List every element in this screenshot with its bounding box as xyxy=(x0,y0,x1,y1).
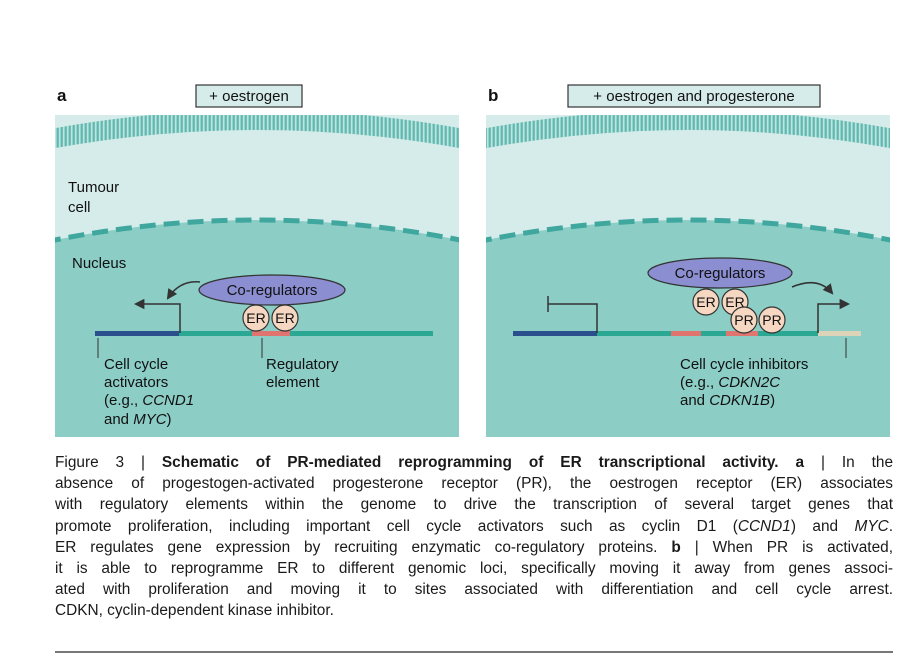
caption-line-4: promote proliferation, including importa… xyxy=(55,517,894,535)
panel-a-curved-arrow xyxy=(166,281,201,300)
panel-a-activators-label-1: Cell cycle xyxy=(104,356,168,373)
panel-a-regulatory-label-1: Regulatory xyxy=(266,356,339,373)
panel-b-er-2-label: ER xyxy=(725,294,744,310)
panel-b-condition: + oestrogen and progesterone xyxy=(593,88,794,105)
caption-line-5: ER regulates gene expression by recruiti… xyxy=(55,538,893,556)
panel-a-activators-label-4: and MYC) xyxy=(104,411,172,428)
panel-b-transcription-arrow xyxy=(817,298,851,333)
panel-a-tumour-label-1: Tumour xyxy=(68,179,119,196)
panel-a-activators-label-3: (e.g., CCND1 xyxy=(104,392,194,409)
figure-caption: Figure 3 | Schematic of PR-mediated repr… xyxy=(55,452,893,622)
panel-a-condition-box xyxy=(195,84,303,108)
panel-a-coregulators xyxy=(198,274,346,306)
panel-a-er-1 xyxy=(242,304,270,332)
caption-line-2: absence of progestogen-activated progest… xyxy=(55,475,893,493)
panel-a-er-1-label: ER xyxy=(246,310,265,326)
panel-a: a + oestrogen Tumour cell Nucleus Co-reg… xyxy=(55,84,459,437)
figure-diagram: a + oestrogen Tumour cell Nucleus Co-reg… xyxy=(55,84,890,437)
panel-b-er-1-label: ER xyxy=(696,294,715,310)
panel-b-pr-2 xyxy=(758,306,786,334)
panel-b-inhibitors-label-1: Cell cycle inhibitors xyxy=(680,356,808,373)
panel-b-blocked-promoter xyxy=(548,303,598,333)
panel-a-letter: a xyxy=(57,86,67,105)
panel-b-regulatory-element-1 xyxy=(671,331,701,336)
panel-b-inhibitors-label-2: (e.g., CDKN2C xyxy=(680,374,780,391)
panel-b-nuclear-envelope xyxy=(486,217,890,243)
panel-a-er-2-label: ER xyxy=(275,310,294,326)
panel-b-curved-arrow xyxy=(791,281,834,295)
panel-b-coregulators xyxy=(647,257,793,289)
panel-a-nucleus-label: Nucleus xyxy=(72,255,126,272)
panel-a-activator-gene xyxy=(95,331,179,336)
caption-line-1: Figure 3 | Schematic of PR-mediated repr… xyxy=(55,454,893,471)
panel-b-cell-membrane xyxy=(486,115,890,149)
bottom-rule xyxy=(55,651,893,653)
panel-b-er-1 xyxy=(692,288,720,316)
panel-b-pr-2-label: PR xyxy=(762,312,781,328)
panel-b-inhibitors-label-3: and CDKN1B) xyxy=(680,392,775,409)
caption-line-7: ated with proliferation and moving it to… xyxy=(55,581,893,599)
panel-a-er-2 xyxy=(271,304,299,332)
panel-a-nuclear-envelope xyxy=(55,217,459,243)
panel-a-cell-membrane xyxy=(55,115,459,149)
panel-a-tumour-label-2: cell xyxy=(68,199,91,216)
panel-b-coregulators-label: Co-regulators xyxy=(675,265,766,282)
panel-b-regulatory-element-2 xyxy=(726,331,758,336)
caption-line-3: with regulatory elements within the geno… xyxy=(55,496,893,514)
panel-a-coregulators-label: Co-regulators xyxy=(227,282,318,299)
panel-a-regulatory-label-2: element xyxy=(266,374,320,391)
panel-a-condition: + oestrogen xyxy=(209,88,289,105)
panel-b-condition-box xyxy=(567,84,821,108)
panel-b: b + oestrogen and progesterone Co-regula… xyxy=(486,84,890,437)
panel-b-pr-1-label: PR xyxy=(734,312,753,328)
panel-b-letter: b xyxy=(488,86,498,105)
panel-b-activator-gene xyxy=(513,331,597,336)
panel-a-transcription-arrow xyxy=(133,298,181,333)
panel-b-pr-1 xyxy=(730,306,758,334)
panel-a-regulatory-element xyxy=(252,331,290,336)
panel-b-inhibitor-gene xyxy=(818,331,861,336)
caption-line-8: CDKN, cyclin-dependent kinase inhibitor. xyxy=(55,602,334,620)
panel-a-activators-label-2: activators xyxy=(104,374,168,391)
caption-line-6: it is able to reprogramme ER to differen… xyxy=(55,560,893,578)
